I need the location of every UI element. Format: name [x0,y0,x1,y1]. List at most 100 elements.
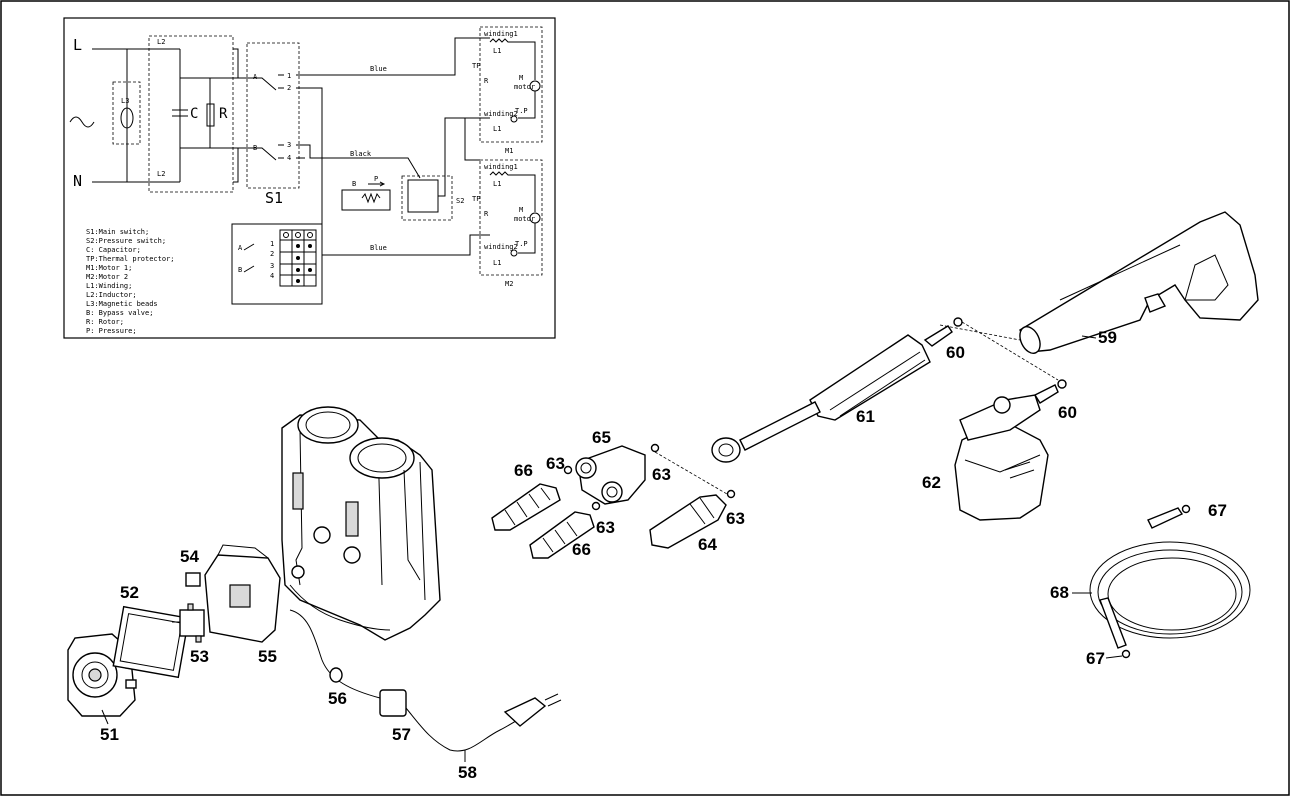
callout-59: 59 [1098,328,1117,347]
clip-drawing [185,572,201,587]
svg-text:M: M [519,74,523,82]
callout-66: 66 [514,461,533,480]
svg-text:winding1: winding1 [484,30,518,38]
callout-64: 64 [698,535,717,554]
callout-60: 60 [1058,403,1077,422]
svg-text:S1: S1 [265,189,283,207]
svg-text:4: 4 [270,272,274,280]
svg-text:1: 1 [270,240,274,248]
legend-item: S1:Main switch; [86,228,149,236]
o-ring-drawing [726,489,736,499]
svg-text:2: 2 [270,250,274,258]
svg-text:R: R [484,77,489,85]
switch-state-table: A B 1 2 3 4 [231,223,323,305]
o-ring-drawing [650,443,660,453]
schematic-legend: S1:Main switch; S2:Pressure switch; C: C… [86,228,175,335]
legend-item: TP:Thermal protector; [86,255,175,263]
motor-housing-drawing [281,406,441,641]
pressure-switch-box [401,175,453,221]
callout-68: 68 [1050,583,1069,602]
callout-51: 51 [100,725,119,744]
svg-text:TP: TP [472,62,480,70]
svg-text:R: R [219,106,228,122]
main-switch-drawing [172,603,205,643]
svg-text:C: C [190,106,198,122]
legend-item: L3:Magnetic beads [86,300,158,308]
svg-text:B: B [352,180,356,188]
main-switch-box [246,42,300,189]
svg-text:A: A [238,244,243,252]
legend-item: M2:Motor 2 [86,273,128,281]
line-label-N: N [73,172,82,190]
legend-item: L2:Inductor; [86,291,137,299]
callout-65: 65 [592,428,611,447]
callout-58: 58 [458,763,477,782]
callout-56: 56 [328,689,347,708]
svg-text:P: P [374,175,378,183]
svg-text:Blue: Blue [370,244,387,252]
svg-text:L1: L1 [493,180,501,188]
legend-item: S2:Pressure switch; [86,237,166,245]
svg-text:3: 3 [287,141,291,149]
callout-63: 63 [596,518,615,537]
svg-text:B: B [238,266,242,274]
svg-text:M1: M1 [505,147,513,155]
turbo-nozzle-drawing [529,511,595,559]
svg-text:Blue: Blue [370,65,387,73]
svg-text:winding2: winding2 [484,243,518,251]
bypass-valve-symbol [341,189,391,211]
switch-box-drawing [204,544,281,643]
svg-text:TP: TP [472,195,480,203]
legend-item: R: Rotor; [86,318,124,326]
legend-item: P: Pressure; [86,327,137,335]
svg-text:1: 1 [287,72,291,80]
svg-text:S2: S2 [456,197,464,205]
svg-text:motor: motor [514,215,535,223]
callout-63: 63 [726,509,745,528]
callout-61: 61 [856,407,875,426]
motor-1-block: winding1 L1 TP R M motor winding2 T.P L1… [472,26,543,155]
spray-gun-drawing [1019,211,1259,354]
svg-text:R: R [484,210,489,218]
wiring-schematic: L N L3 L2 L2 C R S1 A B 1 2 3 4 [63,17,556,339]
svg-text:Black: Black [350,150,372,158]
callout-62: 62 [922,473,941,492]
resistor-symbol [206,103,215,127]
o-ring-drawing [591,501,601,511]
schematic-border [63,17,556,339]
gasket-drawing [112,605,190,679]
foam-bottle-drawing [954,384,1059,521]
callout-63: 63 [652,465,671,484]
o-ring-drawing [953,317,963,327]
o-ring-drawing [1181,504,1191,514]
svg-text:4: 4 [287,154,291,162]
line-label-L: L [73,36,82,54]
svg-text:M: M [519,206,523,214]
legend-item: B: Bypass valve; [86,309,153,317]
svg-text:T.P: T.P [515,240,528,248]
callout-54: 54 [180,547,199,566]
callout-55: 55 [258,647,277,666]
callout-67: 67 [1086,649,1105,668]
callout-57: 57 [392,725,411,744]
turbo-nozzle-drawing [491,483,561,531]
nozzle-adapter-drawing [575,445,646,505]
variable-nozzle-drawing [649,494,727,549]
svg-text:motor: motor [514,83,535,91]
callout-labels: 51 52 53 54 55 56 57 58 59 60 60 61 62 6… [100,328,1227,782]
ac-source-symbol [69,116,95,128]
svg-text:winding1: winding1 [484,163,518,171]
svg-text:L2: L2 [157,170,165,178]
power-cord-drawing [289,609,562,752]
svg-text:L1: L1 [493,125,501,133]
svg-text:T.P: T.P [515,107,528,115]
legend-item: L1:Winding; [86,282,132,290]
o-ring-drawing [563,465,573,475]
lance-drawing [711,325,953,463]
o-ring-drawing [1121,649,1131,659]
legend-item: C: Capacitor; [86,246,141,254]
svg-text:L2: L2 [157,38,165,46]
svg-text:A: A [253,73,258,81]
